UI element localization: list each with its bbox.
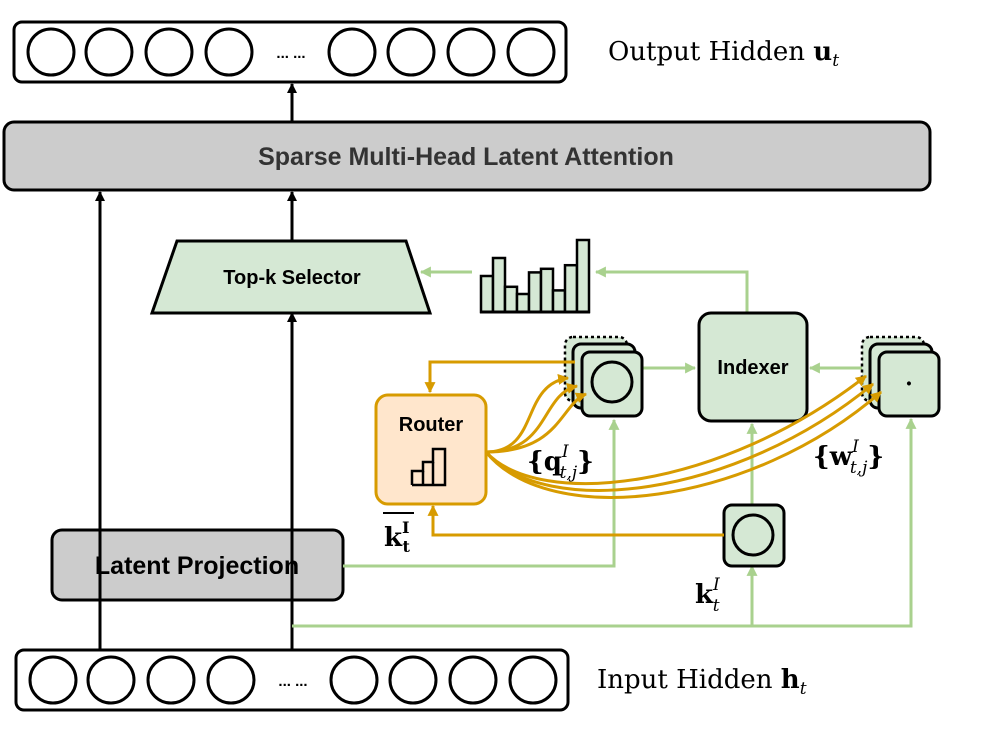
router-to-w-head (484, 390, 882, 499)
q-node (590, 360, 634, 404)
output-neuron (446, 27, 496, 77)
topk-selector-label: Top-k Selector (223, 267, 361, 289)
topk-selector (149, 239, 433, 315)
input-neuron (508, 655, 558, 705)
input-ellipsis: ... ... (278, 673, 307, 690)
router-block (374, 393, 488, 506)
w-card (877, 350, 941, 418)
input-neuron (448, 655, 498, 705)
histogram-bar (503, 285, 519, 314)
output-neuron (204, 27, 254, 77)
router-bar-chart-icon (410, 447, 447, 487)
histogram-bar (479, 274, 495, 314)
input-neuron (146, 655, 196, 705)
output-ellipsis: ... ... (276, 45, 305, 62)
output-hidden-vector: ... ... (12, 20, 568, 84)
latent-projection-label: Latent Projection (95, 552, 299, 580)
output-neuron (386, 27, 436, 77)
k-node (731, 513, 775, 557)
sparse-mla-block (2, 120, 932, 192)
router-to-w-head (484, 382, 874, 492)
input-neuron (388, 655, 438, 705)
input-neuron (86, 655, 136, 705)
histogram-bar (563, 263, 579, 314)
arrow-latent-to-q (343, 418, 620, 568)
histogram-bar (575, 238, 591, 314)
input-neuron (206, 655, 256, 705)
histogram-bar (491, 256, 507, 314)
sparse-mla-label: Sparse Multi-Head Latent Attention (258, 143, 674, 171)
histogram-bar (527, 271, 543, 314)
output-neuron (327, 27, 377, 77)
svg-text:kIt: kIt (384, 518, 411, 556)
arrow-q-to-router (424, 360, 575, 394)
arrow-k-to-router (427, 504, 724, 537)
arrow-input-to-w (292, 417, 917, 628)
router-flow (424, 360, 882, 537)
output-neuron (506, 27, 556, 77)
index-score-histogram (479, 238, 591, 314)
q-stack (563, 335, 644, 418)
w-dot-symbol: · (905, 371, 913, 397)
arrow-indexer-to-scores (594, 266, 749, 312)
router-label: Router (399, 414, 464, 436)
indexer-block (697, 311, 809, 423)
router-to-w-head (484, 374, 867, 486)
indexer-data-flow (292, 266, 917, 628)
w-stack: · (860, 335, 941, 418)
input-neuron (329, 655, 379, 705)
input-hidden-vector: ... ... (14, 648, 570, 712)
histogram-bar (515, 292, 531, 314)
input-hidden-label: Input Hidden ht (597, 665, 807, 699)
output-neuron (144, 27, 194, 77)
router-to-q-head (485, 392, 588, 454)
output-neuron (84, 27, 134, 77)
histogram-bar (539, 267, 555, 314)
histogram-bar (551, 289, 567, 314)
indexer-label: Indexer (717, 357, 788, 379)
output-hidden-label: Output Hidden ut (608, 37, 839, 71)
input-neuron (28, 655, 78, 705)
output-neuron (26, 27, 76, 77)
